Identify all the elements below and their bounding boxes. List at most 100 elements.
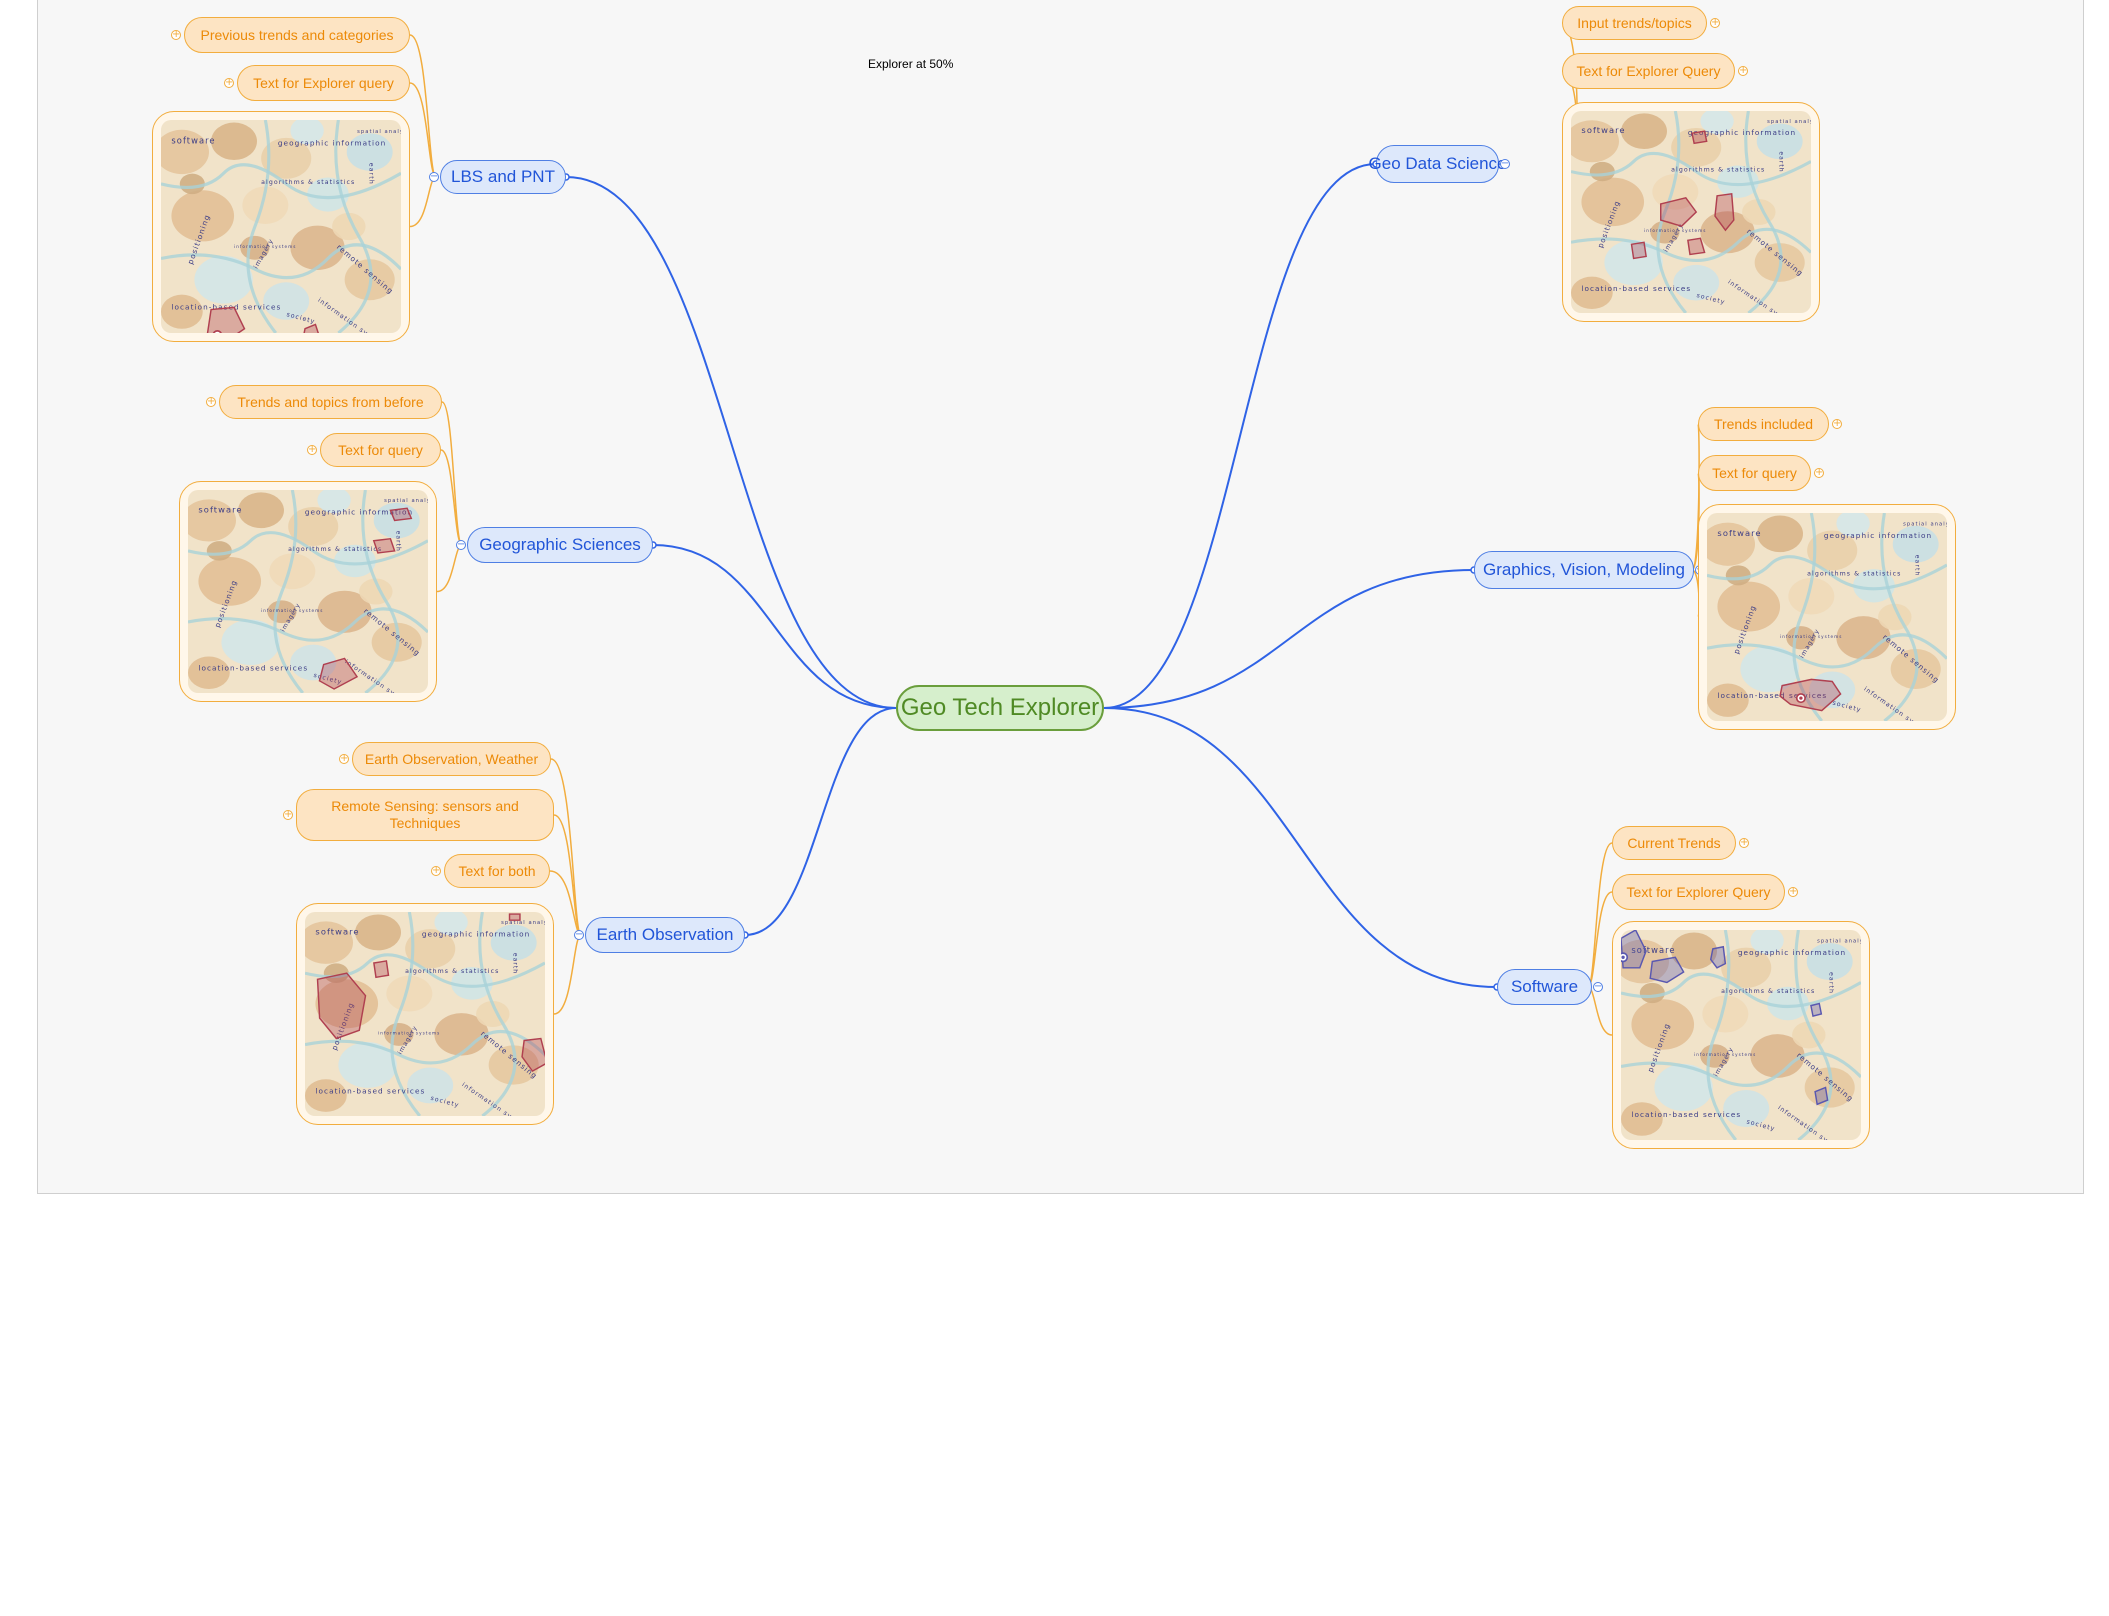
leaf-node-input-trends-topics[interactable]: Input trends/topics [1562,6,1707,40]
leaf-node-label: Text for Explorer Query [1626,883,1771,900]
terrain-patch [355,914,401,951]
terrain-patch [206,541,232,561]
terrain-patch [317,490,351,514]
expand-toggle-icon[interactable]: + [1738,65,1748,76]
collapse-toggle-icon[interactable]: − [456,539,466,550]
topic-node-geographic-sciences[interactable]: Geographic Sciences [467,527,653,563]
map-label-location-based-services: location-based services [1581,284,1691,293]
collapse-toggle-icon[interactable]: − [1500,158,1510,169]
highlight-region [318,657,359,690]
highlight-region [1687,237,1706,256]
terrain-patch [1702,995,1749,1033]
terrain-patch [188,656,230,689]
map-label-software: software [1717,528,1761,538]
terrain-patch [1604,239,1663,286]
root-node[interactable]: Geo Tech Explorer [896,685,1104,731]
topic-node-geo-data-science[interactable]: Geo Data Science [1369,145,1506,183]
leaf-node-trends-and-topics-from-before[interactable]: Trends and topics from before [219,385,442,419]
topic-node-label: Graphics, Vision, Modeling [1483,560,1685,579]
topic-node-software[interactable]: Software [1497,969,1592,1005]
topic-node-lbs-and-pnt[interactable]: LBS and PNT [440,160,566,194]
terrain-stream [305,953,545,988]
expand-toggle-icon[interactable]: + [307,444,317,455]
leaf-node-text-for-explorer-query[interactable]: Text for Explorer Query [1562,53,1735,89]
map-label-algorithms-statistics: algorithms & statistics [1807,570,1901,577]
expand-toggle-icon[interactable]: + [1788,886,1798,897]
terrain-patch [194,255,253,304]
map-label-algorithms-statistics: algorithms & statistics [1721,988,1815,995]
map-label-earth: earth [368,163,375,185]
highlight-region [206,306,246,333]
collapse-toggle-icon[interactable]: − [574,929,584,940]
terrain-patch [1721,947,1772,988]
terrain-stream [334,120,373,333]
expand-toggle-icon[interactable]: + [431,865,441,876]
terrain-patch [386,975,433,1012]
terrain-patch [407,1067,454,1104]
terrain-stream [246,120,278,333]
terrain-patch [198,556,262,606]
expand-toggle-icon[interactable]: + [1739,837,1749,848]
edge-root-to-graphics-vision-modeling [1103,569,1475,709]
leaf-node-text-for-explorer-query[interactable]: Text for Explorer query [237,65,410,101]
leaf-node-remote-sensing-sensors-and-techniques[interactable]: Remote Sensing: sensors and Techniques [296,789,554,841]
leaf-node-label: Remote Sensing: sensors and Techniques [331,798,519,831]
collapse-toggle-icon[interactable]: − [429,171,439,182]
map-label-geographic-information: geographic information [1738,948,1846,957]
leaf-node-text-for-both[interactable]: Text for both [444,854,550,888]
topic-node-graphics-vision-modeling[interactable]: Graphics, Vision, Modeling [1474,551,1694,589]
terrain-patch [1700,111,1734,135]
leaf-node-trends-included[interactable]: Trends included [1698,407,1829,441]
terrain-patch [290,644,337,681]
expand-toggle-icon[interactable]: + [1710,17,1720,28]
map-label-earth: earth [1778,151,1785,172]
terrain-patch [188,499,236,542]
terrain-patch [1621,1102,1663,1136]
leaf-node-text-for-query[interactable]: Text for query [320,433,441,467]
terrain-stream [188,531,428,566]
expand-toggle-icon[interactable]: + [1832,418,1842,429]
map-label-geographic-information: geographic information [1824,531,1932,540]
terrain-patch [1671,127,1722,167]
highlight-region [316,972,367,1040]
expand-toggle-icon[interactable]: + [1814,467,1824,478]
topic-node-earth-observation[interactable]: Earth Observation [585,917,745,953]
map-label-earth: earth [1914,555,1921,577]
edge-root-to-software [1103,707,1498,988]
expand-toggle-icon[interactable]: + [224,77,234,88]
terrain-patch [1892,525,1939,563]
expand-toggle-icon[interactable]: + [283,809,293,820]
expand-toggle-icon[interactable]: + [339,753,349,764]
leaf-node-text-for-explorer-query[interactable]: Text for Explorer Query [1612,874,1785,910]
terrain-patch [434,912,468,936]
highlight-region [1691,130,1708,145]
topic-node-label: Geo Data Science [1368,154,1507,173]
collapse-toggle-icon[interactable]: − [1593,981,1603,992]
terrain-patch [1589,161,1615,182]
edge-root-to-geo-data-science [1103,163,1377,709]
terrain-patch [1581,177,1645,227]
leaf-node-previous-trends-and-categories[interactable]: Previous trends and categories [184,17,410,53]
highlight-region [303,323,319,333]
terrain-patch [263,282,310,320]
topic-node-label: Geographic Sciences [479,535,641,554]
terrain-patch [305,921,353,964]
leaf-node-earth-observation-weather[interactable]: Earth Observation, Weather [352,742,551,776]
terrain-patch [171,190,235,242]
terrain-patch [1654,1063,1713,1112]
expand-toggle-icon[interactable]: + [206,396,216,407]
map-label-spatial-analysis: spatial analysis [384,498,428,504]
leaf-node-text-for-query[interactable]: Text for query [1698,455,1811,491]
location-marker-dot [1799,696,1803,700]
expand-toggle-icon[interactable]: + [171,29,181,40]
leaf-node-current-trends[interactable]: Current Trends [1612,826,1736,860]
map-label-location-based-services: location-based services [1717,691,1827,700]
highlight-region [1660,197,1698,227]
